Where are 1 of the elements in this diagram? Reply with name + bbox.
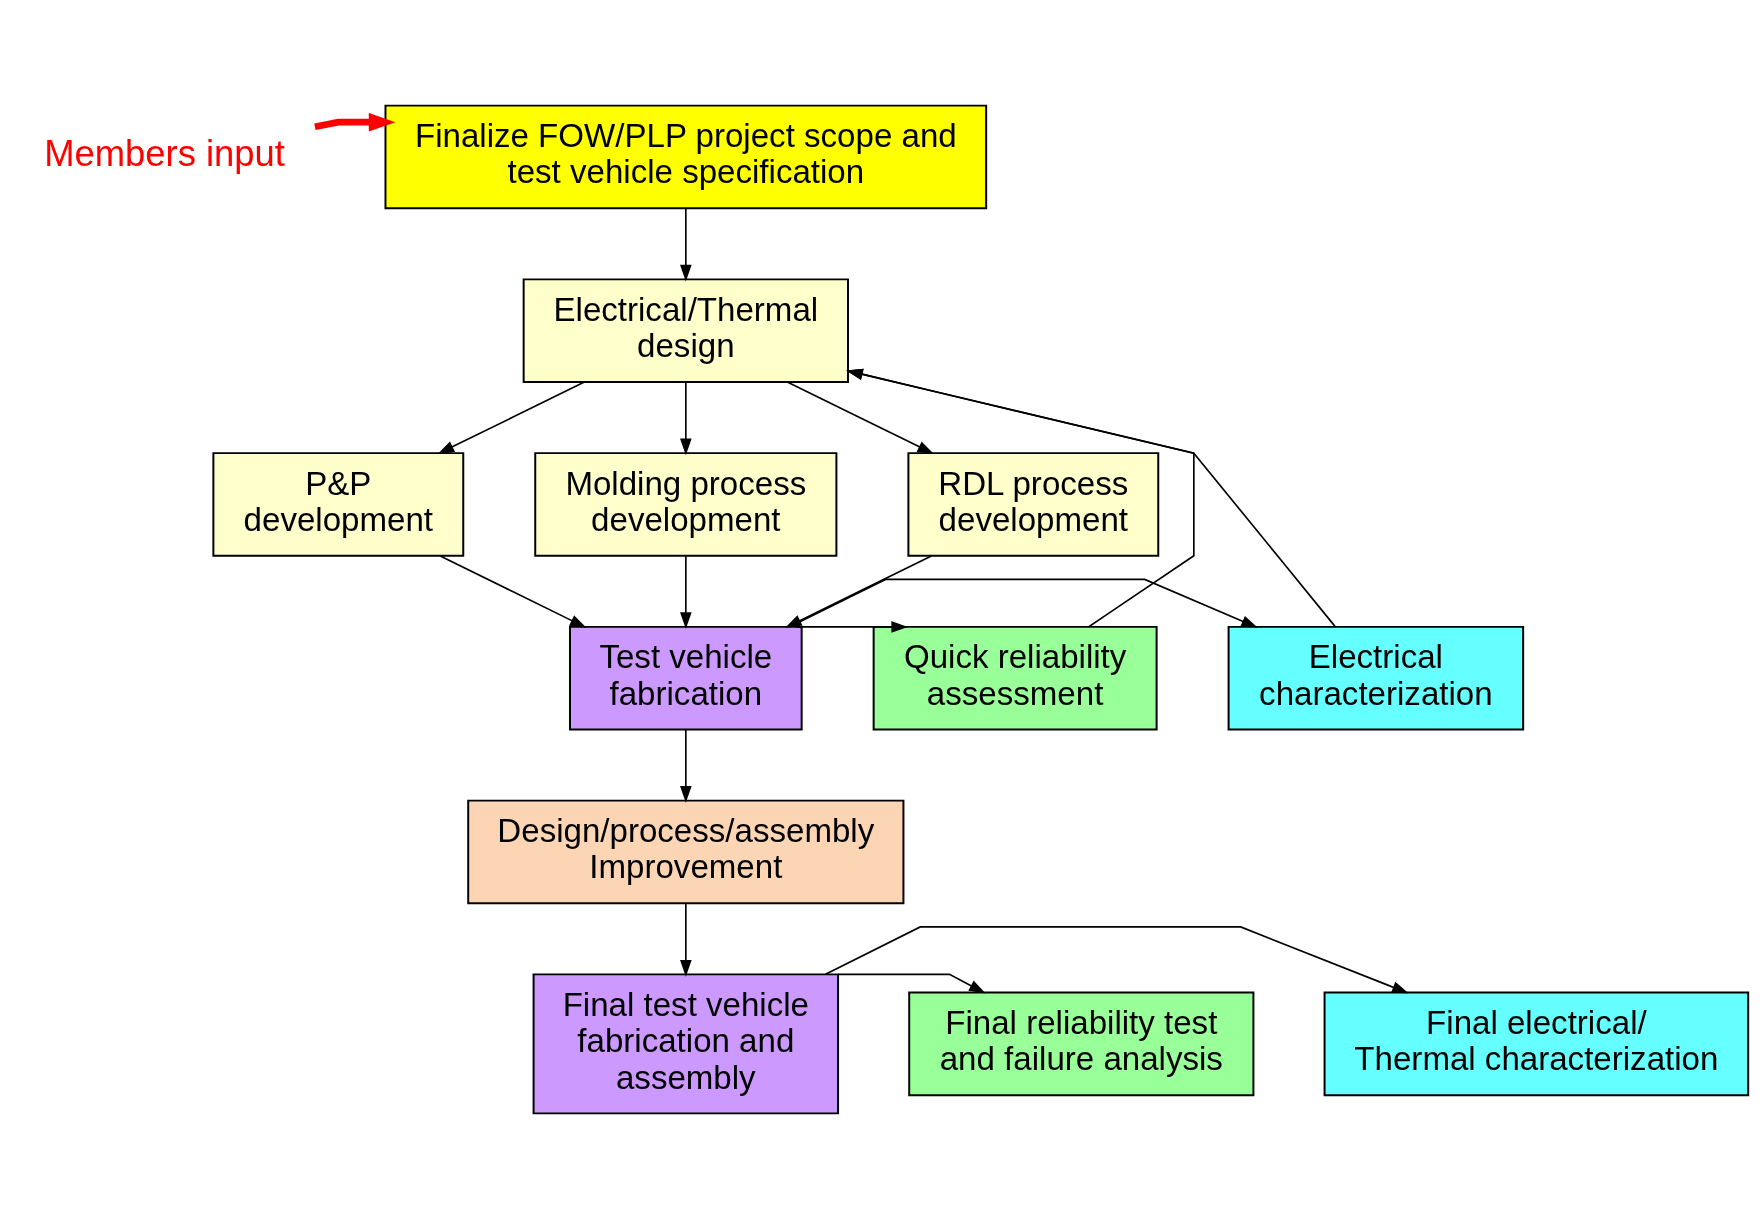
node-text: Members input xyxy=(44,132,285,174)
